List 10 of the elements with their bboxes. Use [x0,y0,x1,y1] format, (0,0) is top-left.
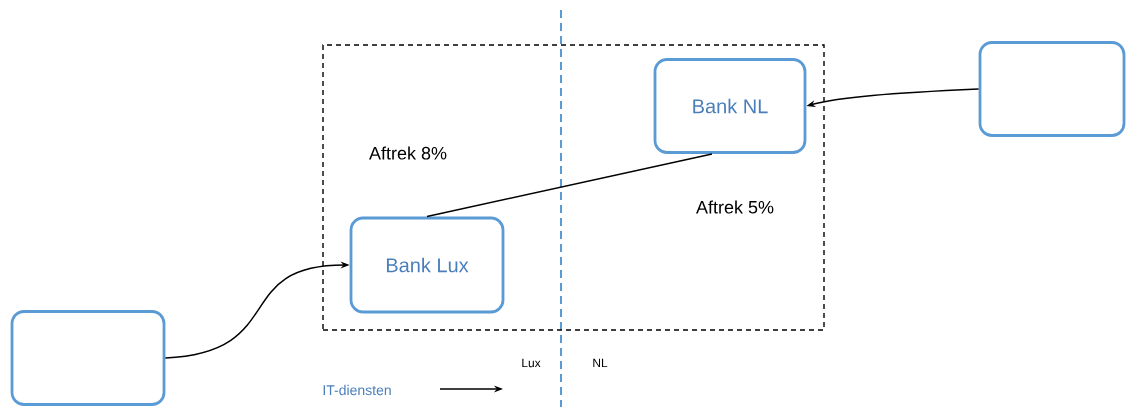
deduction-label: Aftrek 8% [369,146,447,160]
empty-box [10,310,166,406]
empty-box [978,41,1126,137]
legend-label: IT-diensten [323,384,391,396]
bank-box: Bank NL [653,58,807,154]
region-label: NL [593,358,608,368]
deduction-label: Aftrek 5% [696,200,774,214]
dashed-boundary-box [322,44,825,331]
region-label: Lux [522,358,541,368]
bank-box: Bank Lux [349,216,505,314]
